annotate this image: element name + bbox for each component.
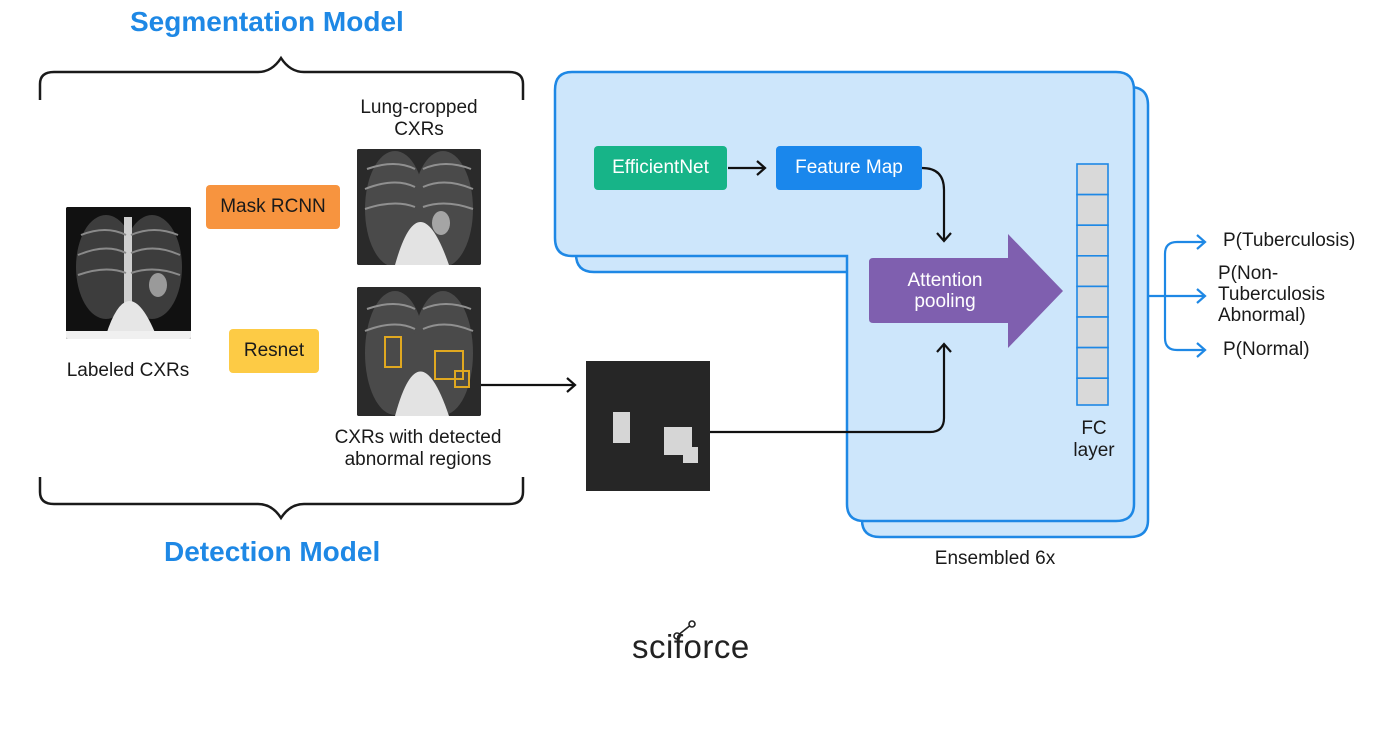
lung-xray-icon [357,287,481,416]
attention-pooling-arrow [869,234,1063,348]
mask-rcnn-box: Mask RCNN [206,185,340,229]
lung-cropped-label: Lung-cropped CXRs [360,97,478,140]
resnet-box: Resnet [229,329,319,373]
detected-regions-label: CXRs with detected abnormal regions [334,427,502,470]
output-normal: P(Normal) [1223,339,1310,360]
region-mask-image [586,361,710,491]
sciforce-logo-mark [673,620,696,640]
lung-xray-icon [66,207,191,339]
labeled-cxrs-label: Labeled CXRs [66,360,190,381]
segmentation-brace [38,55,525,100]
segmentation-model-title: Segmentation Model [130,6,404,37]
detected-regions-image [357,287,481,416]
output-non-tuberculosis: P(Non- Tuberculosis Abnormal) [1218,263,1326,326]
sciforce-wordmark: sciforce [632,628,750,665]
attention-pooling-label: Attention pooling [907,270,983,312]
detection-brace [38,477,525,521]
sciforce-logo: sciforce [632,618,772,668]
feature-map-box: Feature Map [776,146,922,190]
mask-image-icon [613,412,698,463]
lung-cropped-image [357,149,481,265]
detection-model-title: Detection Model [164,536,381,567]
fc-layer-label: FC layer [1073,418,1115,461]
fc-layer-cells [1076,163,1109,406]
ensembled-label: Ensembled 6x [934,548,1056,569]
lung-xray-icon [357,149,481,265]
efficientnet-box: EfficientNet [594,146,727,190]
labeled-cxr-image [66,207,191,339]
output-tuberculosis: P(Tuberculosis) [1223,230,1356,251]
